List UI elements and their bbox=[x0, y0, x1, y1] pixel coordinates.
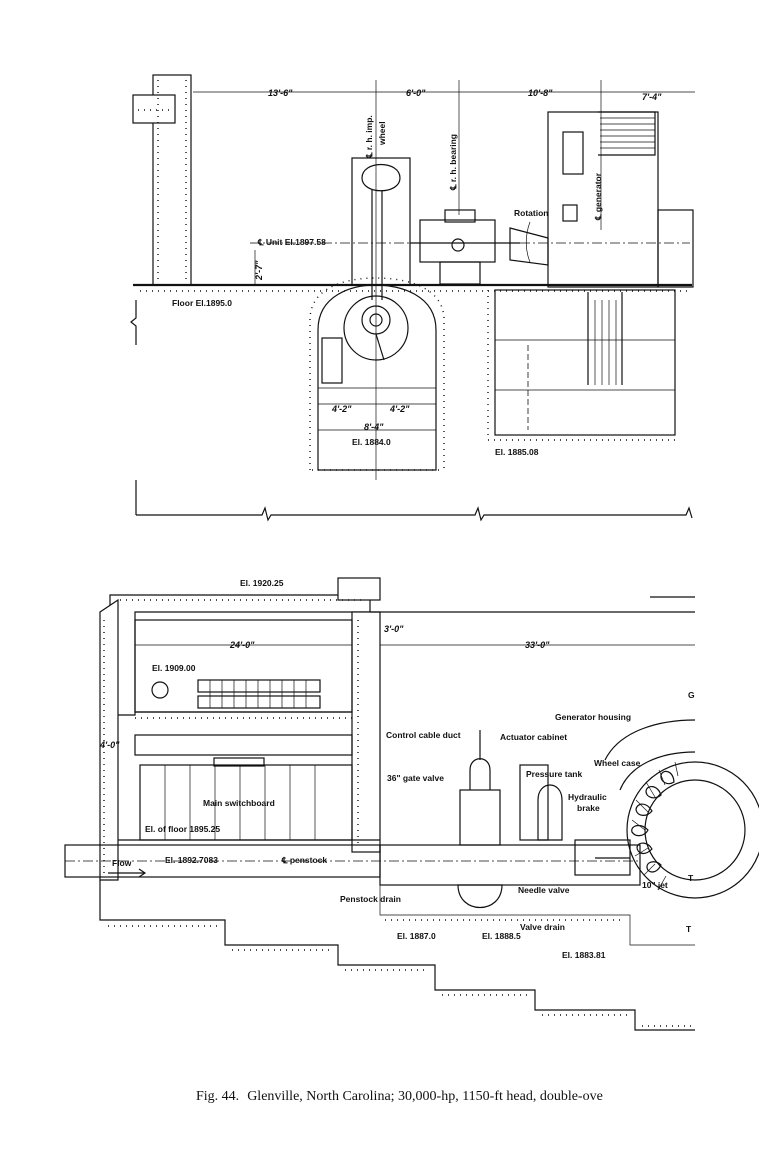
figure-number: Fig. 44. bbox=[196, 1089, 239, 1104]
cable-gallery bbox=[134, 734, 353, 756]
roof-slab bbox=[109, 594, 371, 716]
jet-label: 10" jet bbox=[642, 880, 668, 890]
edge-letter-g: G bbox=[688, 690, 695, 700]
el-1885-label: El. 1885.08 bbox=[495, 447, 539, 457]
penstock-drain-label: Penstock drain bbox=[340, 894, 401, 904]
control-cable-duct-label: Control cable duct bbox=[386, 730, 461, 740]
el-floor-label: El. of floor 1895.25 bbox=[145, 824, 220, 834]
el-1909-label: El. 1909.00 bbox=[152, 663, 196, 673]
el-1883-label: El. 1883.81 bbox=[562, 950, 606, 960]
wheel-case-arc bbox=[619, 751, 696, 791]
cl-penstock-label: ℄ penstock bbox=[281, 855, 327, 865]
bearing-pedestal bbox=[439, 261, 481, 285]
dim-33-0: 33'-0" bbox=[525, 640, 550, 650]
pit-door bbox=[321, 337, 343, 384]
wheel-housing bbox=[351, 157, 411, 286]
rotation-arrow bbox=[525, 221, 531, 263]
battery-rack bbox=[197, 679, 321, 709]
generator-frame bbox=[547, 111, 659, 288]
cl-bearing-label: ℄ r. h. bearing bbox=[448, 134, 458, 191]
dim-8-4: 8'-4" bbox=[364, 422, 384, 432]
upper-section: 13'-6" 6'-0" 10'-8" 7'-4" 4'-2" 4'-2" 8'… bbox=[130, 74, 695, 522]
figure-caption: Fig. 44. Glenville, North Carolina; 30,00… bbox=[196, 1089, 603, 1104]
el-1920-label: El. 1920.25 bbox=[240, 578, 284, 588]
pressure-tank bbox=[537, 784, 563, 841]
left-wall bbox=[99, 598, 119, 881]
dim-24-0: 24'-0" bbox=[229, 640, 255, 650]
gate-valve-body bbox=[459, 789, 501, 846]
pelton-runner bbox=[626, 761, 759, 899]
edge-letter-t2: T bbox=[686, 924, 692, 934]
interior-wall bbox=[351, 611, 381, 853]
hydraulic-brake-label: Hydraulic bbox=[568, 792, 607, 802]
wheel-top bbox=[361, 164, 401, 192]
unit-el-label: ℄ Unit El.1897.58 bbox=[257, 237, 326, 247]
dim-3-0: 3'-0" bbox=[384, 624, 404, 634]
pressure-tank-label: Pressure tank bbox=[526, 769, 582, 779]
el-1888-label: El. 1888.5 bbox=[482, 931, 521, 941]
drain-channel bbox=[379, 885, 695, 946]
el-penstock-label: El. 1892.7083 bbox=[165, 855, 218, 865]
runner-disc bbox=[343, 295, 409, 361]
wheel-case-label: Wheel case bbox=[594, 758, 641, 768]
left-break-line bbox=[130, 300, 137, 515]
valve-drain-label: Valve drain bbox=[520, 922, 565, 932]
generator-end bbox=[657, 209, 694, 288]
dim-13-6: 13'-6" bbox=[268, 88, 293, 98]
generator-housing-label: Generator housing bbox=[555, 712, 631, 722]
needle-valve-label: Needle valve bbox=[518, 885, 570, 895]
gate-valve-operator bbox=[469, 758, 491, 790]
cl-imp-wheel-label-2: wheel bbox=[377, 121, 387, 146]
dim-2-7: 2'-7" bbox=[254, 260, 264, 281]
flow-arrow bbox=[108, 868, 147, 878]
el-1884-label: El. 1884.0 bbox=[352, 437, 391, 447]
dim-4-0: 4'-0" bbox=[99, 740, 120, 750]
lower-section: El. 1920.25 24'-0" 3'-0" 33'-0" 4'-0" G … bbox=[64, 577, 759, 1031]
edge-letter-t1: T bbox=[688, 873, 694, 883]
dim-6-0: 6'-0" bbox=[406, 88, 426, 98]
dim-10-8: 10'-8" bbox=[528, 88, 553, 98]
el-1887-label: El. 1887.0 bbox=[397, 931, 436, 941]
actuator-cabinet bbox=[519, 764, 549, 841]
left-column-cap bbox=[132, 94, 176, 124]
flow-label: Flow bbox=[112, 858, 132, 868]
main-switchboard-label: Main switchboard bbox=[203, 798, 275, 808]
hydraulic-brake-label-2: brake bbox=[577, 803, 600, 813]
valve-chamber bbox=[379, 844, 641, 886]
dim-7-4: 7'-4" bbox=[642, 92, 662, 102]
generator-foundation bbox=[494, 289, 676, 436]
wheel-pit bbox=[317, 284, 437, 471]
cl-generator-label: ℄ generator bbox=[593, 172, 603, 221]
valve-sump bbox=[457, 884, 503, 908]
floor-el-label: Floor El.1895.0 bbox=[172, 298, 232, 308]
roof-parapet bbox=[337, 577, 381, 601]
gate-valve-label: 36" gate valve bbox=[387, 773, 444, 783]
generator-housing-arc bbox=[604, 719, 696, 761]
dim-4-2-right: 4'-2" bbox=[389, 404, 410, 414]
figure-caption-text: Glenville, North Carolina; 30,000-hp, 11… bbox=[247, 1089, 603, 1104]
stepped-foundation bbox=[99, 880, 695, 1031]
dim-4-2-left: 4'-2" bbox=[331, 404, 352, 414]
bottom-break-line bbox=[136, 506, 693, 522]
bearing-housing bbox=[419, 219, 496, 263]
actuator-cabinet-label: Actuator cabinet bbox=[500, 732, 567, 742]
motor-generator bbox=[151, 681, 169, 699]
cl-imp-wheel-label: ℄ r. h. imp. bbox=[364, 115, 374, 159]
rotation-label: Rotation bbox=[514, 208, 548, 218]
